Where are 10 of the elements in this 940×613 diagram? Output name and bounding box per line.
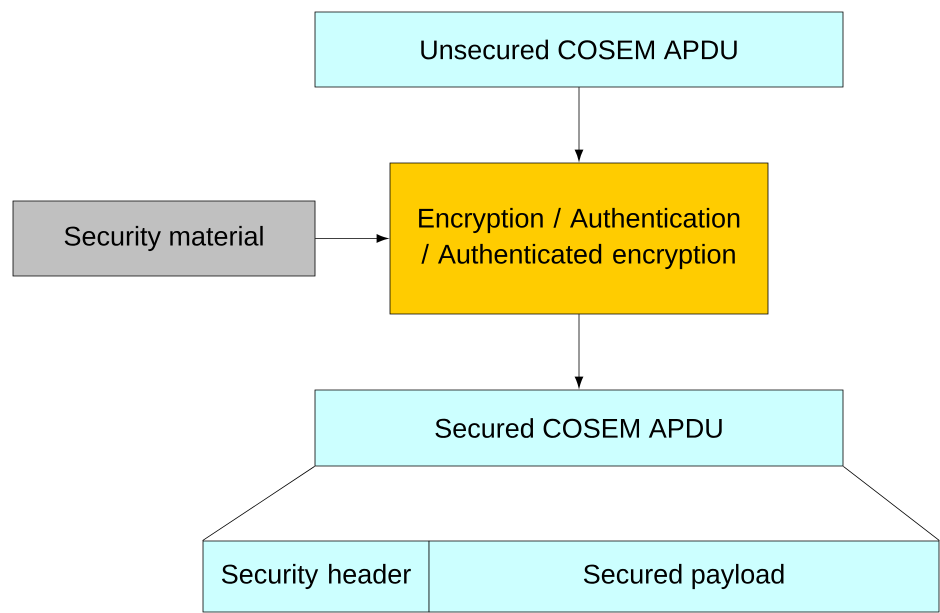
process-box: Secured COSEM APDU [314,390,844,466]
arrow [315,234,388,243]
input-box: Security material [12,200,316,276]
arrow [574,314,584,388]
connector-line [843,466,940,541]
arrow [574,87,584,162]
connector-line [202,466,315,541]
field-box: Security header [202,540,430,612]
process-box: Encryption / Authentication / Authenticated encryption [390,162,768,314]
process-box: Unsecured COSEM APDU [314,12,844,88]
